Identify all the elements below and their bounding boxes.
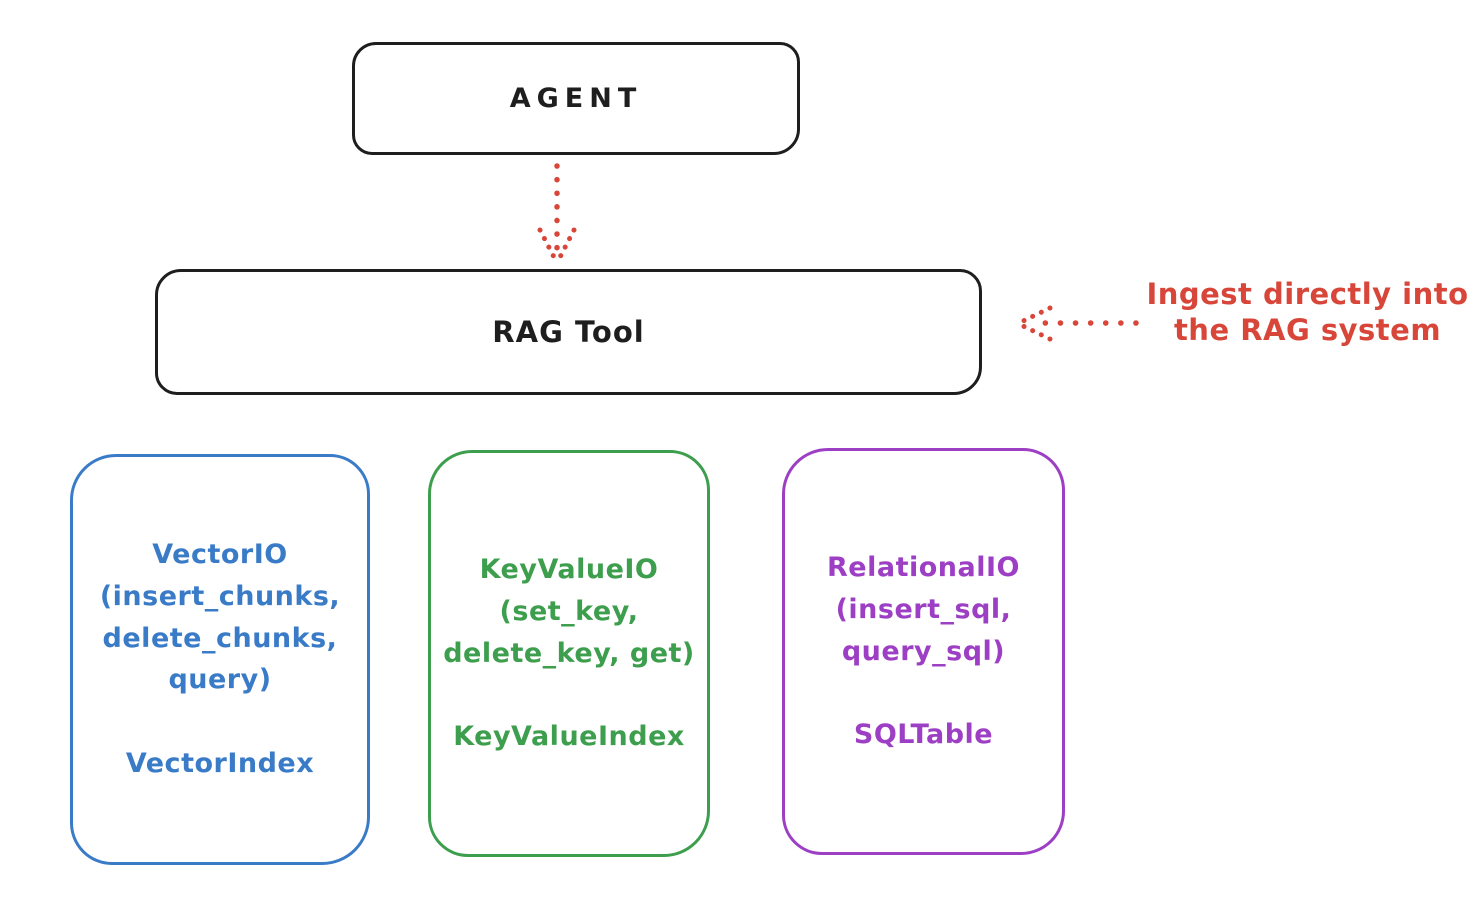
storage-node-relational-io: RelationalIO (insert_sql, query_sql) SQL… — [782, 448, 1065, 855]
storage-title-line: KeyValueIO — [479, 553, 659, 585]
storage-title-line: RelationalIO — [827, 551, 1020, 583]
ingest-annotation: Ingest directly into the RAG system — [1135, 276, 1480, 349]
agent-to-rag-arrow-strokes — [537, 163, 577, 262]
storage-index-label: SQLTable — [853, 719, 994, 751]
ingest-arrow-strokes — [1018, 305, 1139, 342]
agent-to-rag-arrow — [537, 163, 577, 262]
storage-title-line: query_sql) — [841, 635, 1006, 667]
storage-index-label: KeyValueIndex — [453, 721, 685, 753]
storage-index-label: VectorIndex — [125, 748, 315, 780]
ingest-annotation-line1: Ingest directly into — [1146, 277, 1469, 311]
storage-title-line: VectorIO — [152, 538, 288, 570]
ingest-annotation-line2: the RAG system — [1173, 313, 1442, 348]
storage-title-line: (set_key, — [499, 595, 639, 627]
storage-title-line: (insert_sql, — [835, 593, 1012, 625]
storage-title-line: delete_chunks, — [102, 622, 338, 654]
rag-tool-label: RAG Tool — [492, 315, 645, 349]
rag-tool-node: RAG Tool — [155, 269, 982, 395]
agent-node: AGENT — [352, 42, 800, 155]
storage-node-keyvalue-io: KeyValueIO (set_key, delete_key, get) Ke… — [428, 450, 710, 857]
storage-title-line: delete_key, get) — [443, 637, 695, 669]
agent-label: AGENT — [509, 83, 643, 114]
storage-title-line: query) — [168, 664, 272, 696]
storage-title-line: (insert_chunks, — [99, 580, 341, 612]
storage-node-vector-io: VectorIO (insert_chunks, delete_chunks, … — [70, 454, 370, 865]
ingest-arrow — [1018, 305, 1139, 342]
